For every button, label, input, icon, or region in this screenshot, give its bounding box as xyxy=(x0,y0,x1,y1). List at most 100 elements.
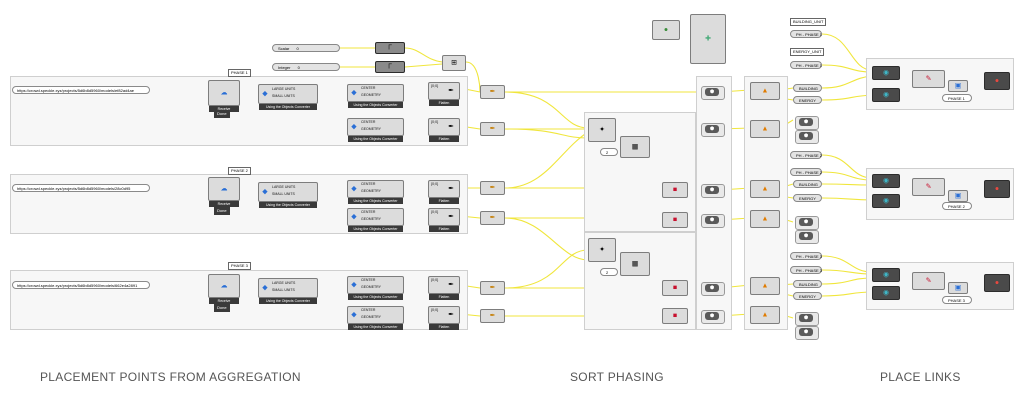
number-input-2[interactable]: 2 xyxy=(600,268,618,276)
building-pill-2[interactable]: BUILDING xyxy=(793,180,822,188)
phase-panel-2[interactable]: PHASE 2 xyxy=(942,202,972,210)
filter-node-3[interactable]: ✎ xyxy=(912,272,945,290)
flatten-node-3b[interactable]: {0;0} ✒ Flatten xyxy=(428,306,460,330)
merge-node[interactable]: ⊞ xyxy=(442,55,466,71)
deconstruct-node-3a[interactable]: ◆ CENTER GEOMETRY Using the Objects Conv… xyxy=(347,276,404,300)
phase-pill-3b[interactable]: PH - PHASE 3 xyxy=(790,266,822,274)
relay-node-r4[interactable]: ⬢ xyxy=(795,230,819,244)
list-item-node-1[interactable]: ■ xyxy=(662,182,688,198)
explode-node-4[interactable]: ▲ xyxy=(750,210,780,228)
list-item-node-2[interactable]: ■ xyxy=(662,212,688,228)
send-node-2[interactable]: ● xyxy=(984,180,1010,198)
dispatch-node-1[interactable]: ▦ xyxy=(620,136,650,158)
pen-icon: ✒ xyxy=(448,123,454,131)
send-node-3[interactable]: ● xyxy=(984,274,1010,292)
explode-node-6[interactable]: ▲ xyxy=(750,306,780,324)
relay-node-r3[interactable]: ⬢ xyxy=(795,216,819,230)
phase-pill-3a[interactable]: PH - PHASE 3 xyxy=(790,252,822,260)
flatten-node-3a[interactable]: {0;0} ✒ Flatten xyxy=(428,276,460,300)
expand-node-2[interactable]: ◆ LARGE UNITS SMALL UNITS Using the Obje… xyxy=(258,182,318,208)
relay-node-4[interactable]: ⬢ xyxy=(701,214,725,228)
relay-node-6[interactable]: ⬢ xyxy=(701,310,725,324)
link-node-2b[interactable]: ◉ xyxy=(872,194,900,208)
receive-node-3[interactable]: ☁ Receive xyxy=(208,274,240,304)
flatten-node-2b[interactable]: {0;0} ✒ Flatten xyxy=(428,208,460,232)
energy-pill-3[interactable]: ENERGY xyxy=(793,292,822,300)
flatten-node-1b[interactable]: {0;0} ✒ Flatten xyxy=(428,118,460,142)
gate-node-5[interactable]: ✒ xyxy=(480,281,505,295)
building-pill-3[interactable]: BUILDING xyxy=(793,280,822,288)
gate-node-6[interactable]: ✒ xyxy=(480,309,505,323)
stream-node-3[interactable]: ▣ xyxy=(948,282,968,294)
link-node-3a[interactable]: ◉ xyxy=(872,268,900,282)
number-input-1[interactable]: 2 xyxy=(600,148,618,156)
dispatch-icon: ▦ xyxy=(631,260,639,268)
receive-node-2[interactable]: ☁ Receive xyxy=(208,177,240,207)
color-node[interactable]: ● xyxy=(652,20,680,40)
scalar-slider[interactable]: Scalar 0 xyxy=(272,44,340,52)
relay-node-r2[interactable]: ⬢ xyxy=(795,130,819,144)
integer-component[interactable]: Γ xyxy=(375,61,405,73)
phase-pill-2a[interactable]: PH - PHASE 2 xyxy=(790,151,822,159)
expand-node-3[interactable]: ◆ LARGE UNITS SMALL UNITS Using the Obje… xyxy=(258,278,318,304)
expand-node-1[interactable]: ◆ LARGE UNITS SMALL UNITS Using the Obje… xyxy=(258,84,318,110)
integer-slider[interactable]: Integer 0 xyxy=(272,63,340,71)
url-panel-2[interactable]: https://crowd.speckle.xyz/projects/5d6b8… xyxy=(12,184,150,192)
stream-node-2[interactable]: ▣ xyxy=(948,190,968,202)
relay-node-3[interactable]: ⬢ xyxy=(701,184,725,198)
flatten-caption: Flatten xyxy=(429,226,459,232)
phase-panel-3[interactable]: PHASE 3 xyxy=(942,296,972,304)
list-item-node-4[interactable]: ■ xyxy=(662,308,688,324)
link-node-1a[interactable]: ◉ xyxy=(872,66,900,80)
explode-node-2[interactable]: ▲ xyxy=(750,120,780,138)
gradient-icon: ✚ xyxy=(705,35,711,43)
scalar-component[interactable]: Γ xyxy=(375,42,405,54)
gradient-node[interactable]: ✚ xyxy=(690,14,726,64)
filter-node-2[interactable]: ✎ xyxy=(912,178,945,196)
phase-panel-1[interactable]: PHASE 1 xyxy=(942,94,972,102)
deconstruct-node-1a[interactable]: ◆ CENTER GEOMETRY Using the Objects Conv… xyxy=(347,84,404,108)
gate-node-4[interactable]: ✒ xyxy=(480,211,505,225)
link-node-3b[interactable]: ◉ xyxy=(872,286,900,300)
building-pill-1[interactable]: BUILDING xyxy=(793,84,822,92)
gate-node-3[interactable]: ✒ xyxy=(480,181,505,195)
dispatch-node-2[interactable]: ▦ xyxy=(620,252,650,276)
gate-node-2[interactable]: ✒ xyxy=(480,122,505,136)
flatten-node-1a[interactable]: {0;0} ✒ Flatten xyxy=(428,82,460,106)
relay-node-5[interactable]: ⬢ xyxy=(701,282,725,296)
deconstruct-node-1b[interactable]: ◆ CENTER GEOMETRY Using the Objects Conv… xyxy=(347,118,404,142)
relay-node-r6[interactable]: ⬢ xyxy=(795,326,819,340)
relay-node-2[interactable]: ⬢ xyxy=(701,123,725,137)
relay-icon: ⬢ xyxy=(705,216,719,224)
relay-node-1[interactable]: ⬢ xyxy=(701,86,725,100)
sort-node-1[interactable]: ✦ xyxy=(588,118,616,142)
stream-node-1[interactable]: ▣ xyxy=(948,80,968,92)
url-panel-3[interactable]: https://crowd.speckle.xyz/projects/5d6b8… xyxy=(12,281,150,289)
link-node-2a[interactable]: ◉ xyxy=(872,174,900,188)
center-label: CENTER xyxy=(361,308,376,312)
sort-node-2[interactable]: ✦ xyxy=(588,238,616,262)
speckle-receive-icon: ☁ xyxy=(220,185,228,193)
relay-node-r1[interactable]: ⬢ xyxy=(795,116,819,130)
list-item-node-3[interactable]: ■ xyxy=(662,280,688,296)
gate-node-1[interactable]: ✒ xyxy=(480,85,505,99)
receive-node-1[interactable]: ☁ Receive xyxy=(208,80,240,112)
explode-node-3[interactable]: ▲ xyxy=(750,180,780,198)
relay-node-r5[interactable]: ⬢ xyxy=(795,312,819,326)
explode-node-5[interactable]: ▲ xyxy=(750,277,780,295)
phase-pill-2b[interactable]: PH - PHASE 2 xyxy=(790,168,822,176)
deconstruct-node-2b[interactable]: ◆ CENTER GEOMETRY Using the Objects Conv… xyxy=(347,208,404,232)
phase-pill-1b[interactable]: PH - PHASE 1 xyxy=(790,61,822,69)
energy-pill-2[interactable]: ENERGY xyxy=(793,194,822,202)
filter-node-1[interactable]: ✎ xyxy=(912,70,945,88)
energy-pill-1[interactable]: ENERGY xyxy=(793,96,822,104)
url-panel-1[interactable]: https://crowd.speckle.xyz/projects/5d6b8… xyxy=(12,86,150,94)
relay-icon: ⬢ xyxy=(705,284,719,292)
link-node-1b[interactable]: ◉ xyxy=(872,88,900,102)
deconstruct-node-2a[interactable]: ◆ CENTER GEOMETRY Using the Objects Conv… xyxy=(347,180,404,204)
phase-pill-1a[interactable]: PH - PHASE 1 xyxy=(790,30,822,38)
send-node-1[interactable]: ● xyxy=(984,72,1010,90)
explode-node-1[interactable]: ▲ xyxy=(750,82,780,100)
deconstruct-node-3b[interactable]: ◆ CENTER GEOMETRY Using the Objects Conv… xyxy=(347,306,404,330)
flatten-node-2a[interactable]: {0;0} ✒ Flatten xyxy=(428,180,460,204)
